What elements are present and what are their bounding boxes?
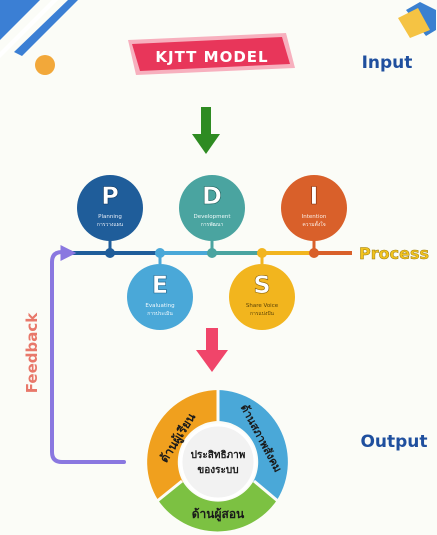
output-label: Output [360,432,427,452]
step-development: D Development การพัฒนา [179,175,245,241]
output-center-line1: ประสิทธิภาพ [191,449,246,461]
decor-orange-dot [35,55,55,75]
output-donut: ประสิทธิภาพ ของระบบ ด้านผู้เรียน ด้านสภา… [147,388,288,532]
step-intention-letter: I [310,182,319,210]
step-evaluating-label-en: Evaluating [145,303,174,309]
feedback-loop [50,250,126,464]
step-development-label-th: การพัฒนา [201,222,224,228]
output-center [179,423,257,501]
step-intention-circle [281,175,347,241]
step-intention-label-th: ความตั้งใจ [302,219,325,228]
step-development-circle [179,175,245,241]
step-evaluating: E Evaluating การประเมิน [127,264,193,330]
output-down-arrow [196,328,228,372]
step-share-voice-label-en: Share Voice [246,303,279,309]
output-segment-society [218,390,288,500]
feedback-line [50,250,126,464]
step-evaluating-label-th: การประเมิน [147,310,173,317]
step-development-label-en: Development [193,214,231,220]
decor-top-right-shapes [398,2,436,38]
input-label: Input [362,53,413,73]
output-center-line2: ของระบบ [197,465,238,476]
input-down-arrow [192,107,220,154]
step-evaluating-letter: E [152,271,168,299]
output-segment-teacher-label: ด้านผู้สอน [192,507,245,522]
feedback-label: Feedback [23,312,41,393]
decor-top-left-stripe [0,0,78,58]
step-share-voice-letter: S [253,271,270,299]
step-planning-label-th: การวางแผน [97,222,124,228]
step-planning-label-en: Planning [98,214,122,220]
step-share-voice-label-th: การแบ่งปัน [250,311,275,317]
step-intention: I Intention ความตั้งใจ [281,175,347,241]
model-title: KJTT MODEL [155,48,268,66]
process-label: Process [359,244,429,263]
step-evaluating-circle [127,264,193,330]
step-intention-label-en: Intention [302,214,327,220]
step-connectors [105,240,319,264]
step-planning-letter: P [101,182,119,210]
output-segment-teacher [158,482,277,532]
step-planning: P Planning การวางแผน [77,175,143,241]
step-share-voice-circle [229,264,295,330]
step-planning-circle [77,175,143,241]
step-development-letter: D [202,182,222,210]
output-segment-learner [147,390,218,500]
step-share-voice: S Share Voice การแบ่งปัน [229,264,295,330]
title-badge: KJTT MODEL [128,33,295,75]
